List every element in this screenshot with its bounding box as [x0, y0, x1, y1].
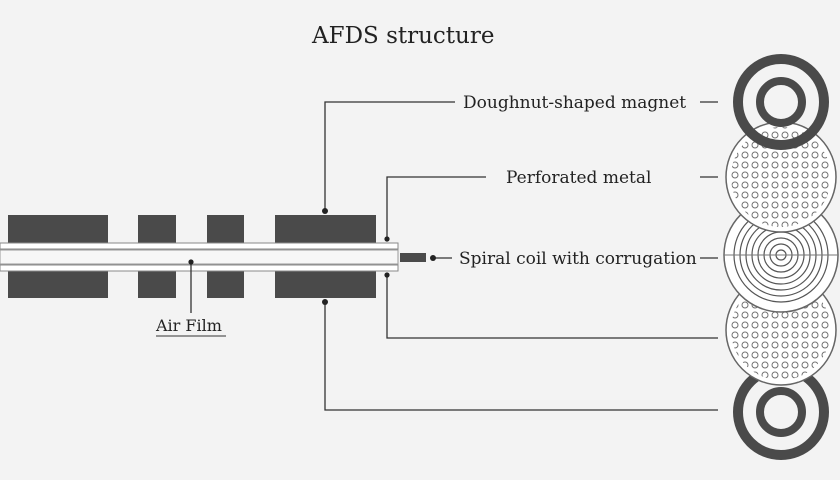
dot-air-film [188, 259, 194, 265]
dot-magnet-top [322, 208, 328, 214]
magnet-block-lower-1 [8, 268, 108, 298]
magnet-block-upper-1 [8, 215, 108, 246]
magnet-block-upper-2 [138, 215, 176, 246]
label-magnet: Doughnut-shaped magnet [463, 93, 686, 113]
magnet-block-lower-2 [138, 268, 176, 298]
leader-perforated-bottom [386, 275, 718, 339]
diagram-title: AFDS structure [311, 23, 494, 49]
label-perforated: Perforated metal [506, 168, 651, 188]
magnet-block-lower-4 [275, 268, 376, 298]
perforated-plate-upper [0, 242, 399, 250]
label-spiral: Spiral coil with corrugation [459, 249, 697, 269]
magnet-block-upper-4 [275, 215, 376, 246]
dot-perforated-top [384, 236, 390, 242]
leader-magnet-top [324, 101, 455, 211]
callout-dots [188, 208, 436, 305]
doughnut-magnet-top-inner [756, 77, 806, 127]
doughnut-magnet-bottom-inner [756, 387, 806, 437]
perforated-plate-lower [0, 264, 399, 272]
doughnut-magnet-top-icon [733, 54, 829, 150]
magnet-block-upper-3 [207, 215, 244, 246]
dot-perforated-bottom [384, 272, 390, 278]
leader-magnet-bottom [324, 302, 718, 411]
exploded-view [723, 54, 839, 460]
leader-perforated-top [386, 176, 486, 239]
callout-lines [190, 101, 718, 411]
dot-magnet-bottom [322, 299, 328, 305]
dot-spiral [430, 255, 436, 261]
magnet-block-lower-3 [207, 268, 244, 298]
air-film-channel [0, 249, 399, 265]
spiral-coil-end [400, 253, 426, 262]
cross-section [0, 215, 426, 298]
label-air-film: Air Film [155, 316, 222, 335]
perforated-disc-top-holes [731, 127, 831, 227]
